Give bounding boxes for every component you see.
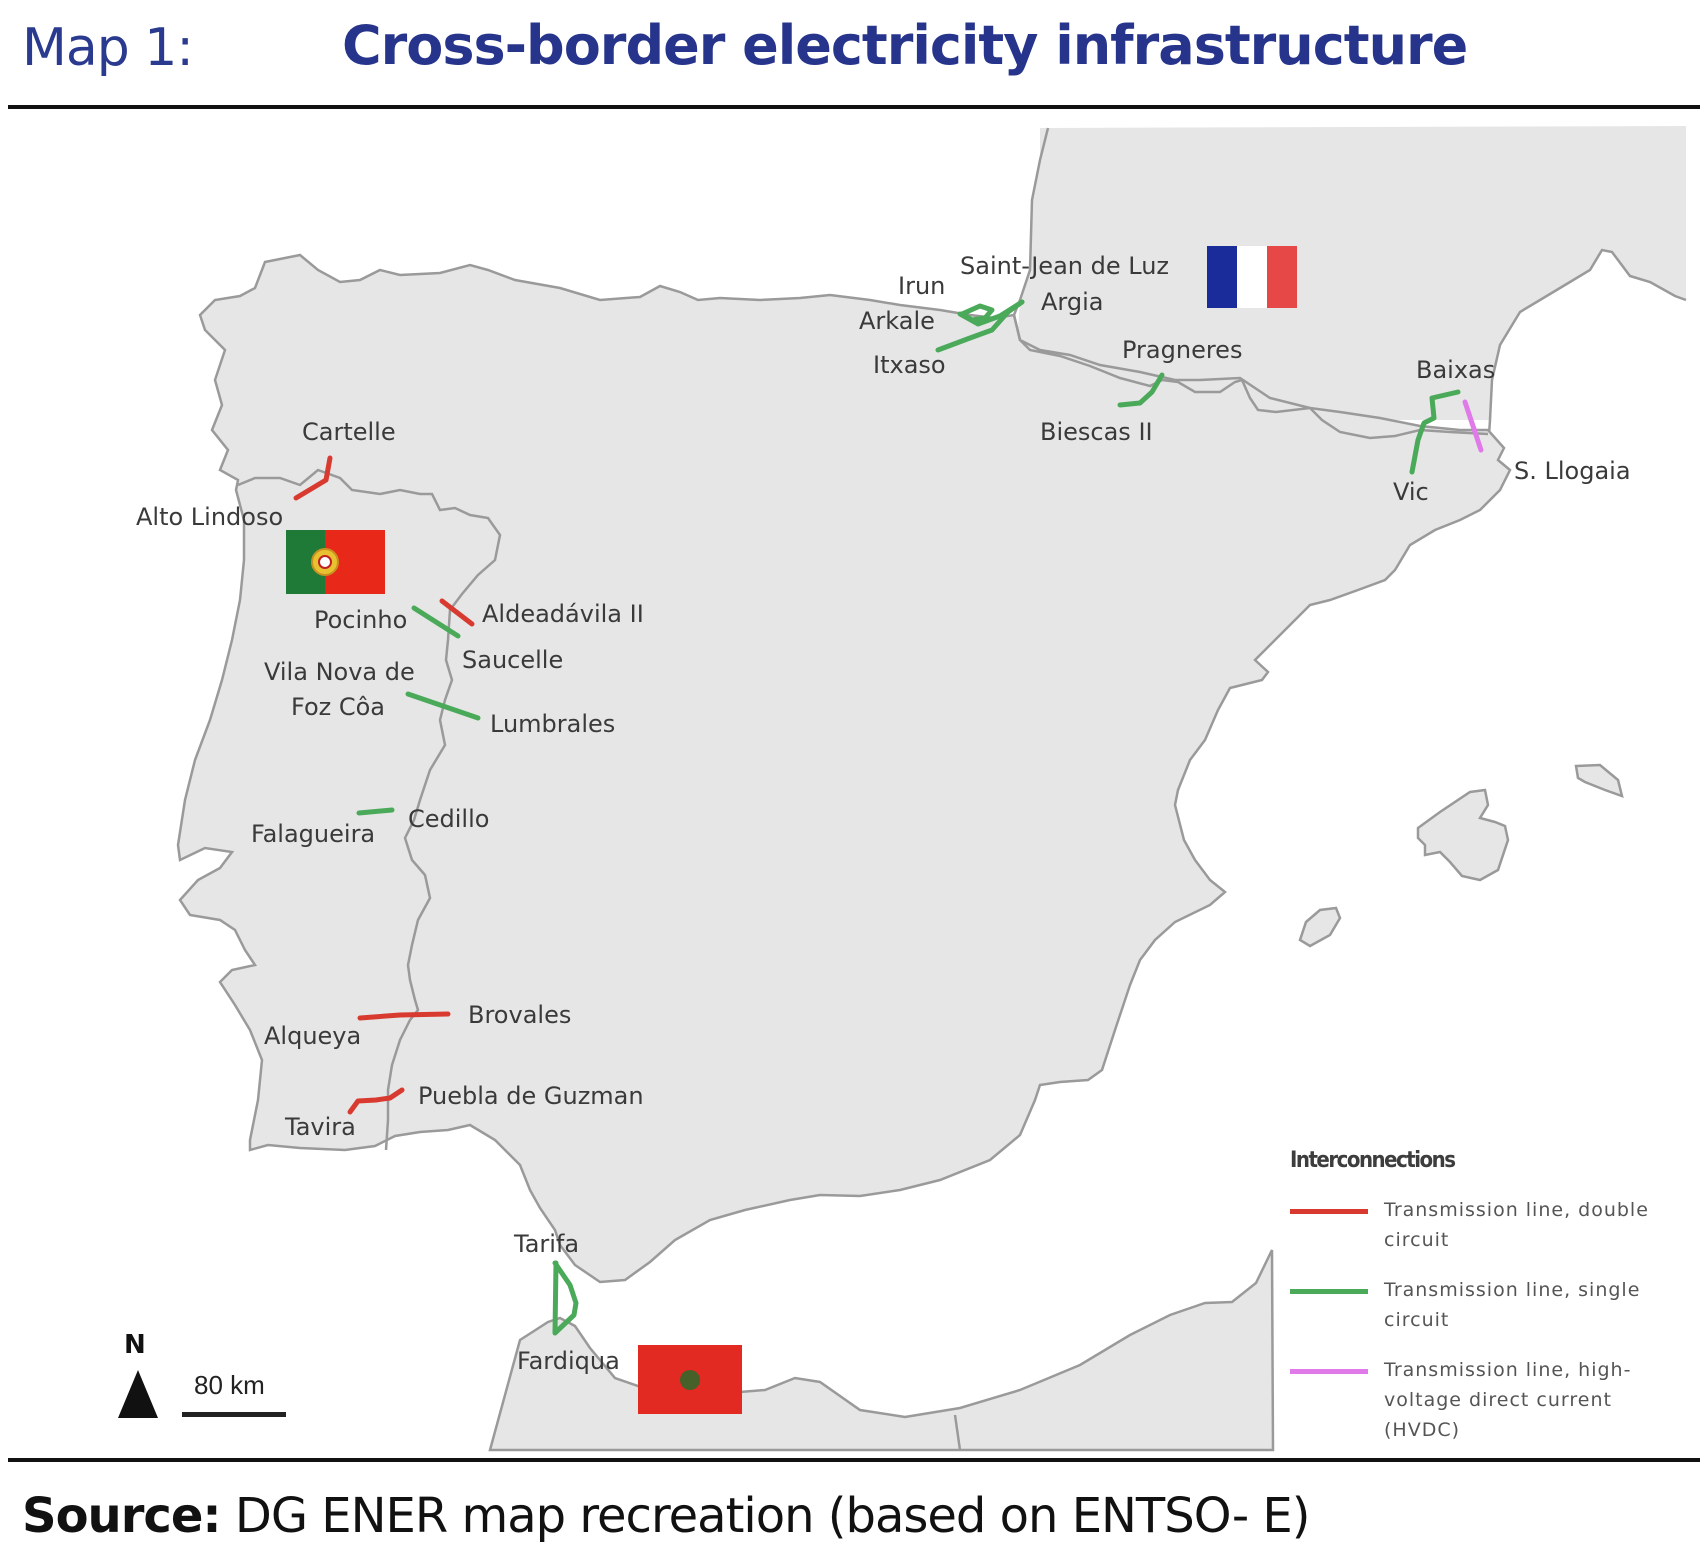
label-irun: Irun (898, 272, 945, 300)
legend-item-double-circuit: Transmission line, double circuit (1290, 1195, 1690, 1255)
label-puebla-de-guzman: Puebla de Guzman (418, 1082, 644, 1110)
source-note: Source: DG ENER map recreation (based on… (22, 1488, 1311, 1544)
line-llogaia-baixas-hvdc[interactable] (1462, 399, 1484, 453)
line-biescas-pragneres[interactable] (1117, 372, 1165, 408)
pyrenees-border (1012, 314, 1489, 440)
label-pocinho: Pocinho (314, 606, 407, 634)
label-arkale: Arkale (859, 307, 935, 335)
map-number: Map 1: (22, 18, 194, 78)
label-fardiqua: Fardiqua (517, 1347, 620, 1375)
line-saucelle-pocinho[interactable] (411, 605, 461, 639)
line-tarifa-fardiqua[interactable] (552, 1260, 579, 1336)
scale-bar-line (182, 1412, 286, 1417)
label-saint-jean-de-luz: Saint-Jean de Luz (960, 252, 1169, 280)
france-landmass (1018, 126, 1686, 420)
mallorca-island (1416, 788, 1510, 882)
portugal-flag (286, 530, 385, 594)
label-brovales: Brovales (468, 1001, 571, 1029)
page-title: Cross-border electricity infrastructure (342, 14, 1468, 77)
morocco-flag (638, 1345, 742, 1414)
legend-label: Transmission line, high-voltage direct c… (1384, 1359, 1632, 1441)
label-alqueya: Alqueya (264, 1022, 361, 1050)
label-baixas: Baixas (1416, 356, 1495, 384)
interconnection-lines (293, 299, 1484, 1336)
title-row: Map 1: Cross-border electricity infrastr… (0, 0, 1706, 106)
line-brovales-alqueya[interactable] (357, 1011, 451, 1021)
label-falagueira: Falagueira (251, 820, 375, 848)
bottom-divider (8, 1458, 1700, 1462)
north-arrow-icon (118, 1370, 158, 1418)
label-vila-nova-line1: Vila Nova de (264, 658, 415, 686)
legend-item-single-circuit: Transmission line, single circuit (1290, 1275, 1690, 1335)
legend-label: Transmission line, single circuit (1384, 1279, 1641, 1331)
label-itxaso: Itxaso (873, 351, 946, 379)
source-text: DG ENER map recreation (based on ENTSO- … (220, 1488, 1311, 1544)
iberia-landmass (176, 253, 1512, 1284)
label-vila-nova-line2: Foz Côa (291, 693, 385, 721)
green-line-swatch-icon (1290, 1289, 1368, 1294)
line-lumbrales-vila-nova[interactable] (405, 691, 481, 721)
label-aldeadavila: Aldeadávila II (482, 600, 644, 628)
label-cartelle: Cartelle (302, 418, 396, 446)
scale-label: 80 km (194, 1370, 265, 1400)
north-label: N (124, 1330, 146, 1360)
label-cedillo: Cedillo (408, 805, 489, 833)
france-flag (1207, 246, 1297, 308)
label-biescas: Biescas II (1040, 418, 1153, 446)
line-vic-baixas[interactable] (1409, 389, 1461, 475)
label-argia: Argia (1041, 288, 1103, 316)
line-cartelle-alto-lindoso[interactable] (293, 455, 333, 501)
label-tarifa: Tarifa (513, 1230, 579, 1258)
legend-title: Interconnections (1290, 1148, 1456, 1173)
line-aldeadavila-pocinho[interactable] (439, 598, 475, 627)
pink-line-swatch-icon (1290, 1369, 1368, 1374)
legend-label: Transmission line, double circuit (1384, 1199, 1649, 1251)
top-divider (8, 105, 1700, 109)
menorca-island (1574, 763, 1624, 798)
line-cedillo-falagueira[interactable] (356, 807, 395, 816)
label-pragneres: Pragneres (1122, 336, 1242, 364)
line-puebla-tavira[interactable] (347, 1087, 405, 1115)
legend: Interconnections Transmission line, doub… (1290, 1148, 1690, 1465)
red-line-swatch-icon (1290, 1209, 1368, 1214)
north-arrow: N (118, 1330, 162, 1420)
line-itxaso-argia[interactable] (935, 299, 1025, 353)
label-saucelle: Saucelle (462, 646, 563, 674)
label-vic: Vic (1393, 478, 1429, 506)
label-alto-lindoso: Alto Lindoso (136, 503, 283, 531)
legend-item-hvdc: Transmission line, high-voltage direct c… (1290, 1355, 1690, 1445)
source-prefix: Source: (22, 1488, 222, 1544)
label-lumbrales: Lumbrales (490, 710, 615, 738)
ibiza-island (1298, 906, 1342, 948)
place-labels: Saint-Jean de Luz Irun Argia Arkale Itxa… (136, 252, 1631, 1375)
scale-bar: 80 km (182, 1370, 286, 1420)
portugal-spain-border (237, 468, 502, 1151)
label-tavira: Tavira (284, 1113, 356, 1141)
label-s-llogaia: S. Llogaia (1514, 457, 1631, 485)
